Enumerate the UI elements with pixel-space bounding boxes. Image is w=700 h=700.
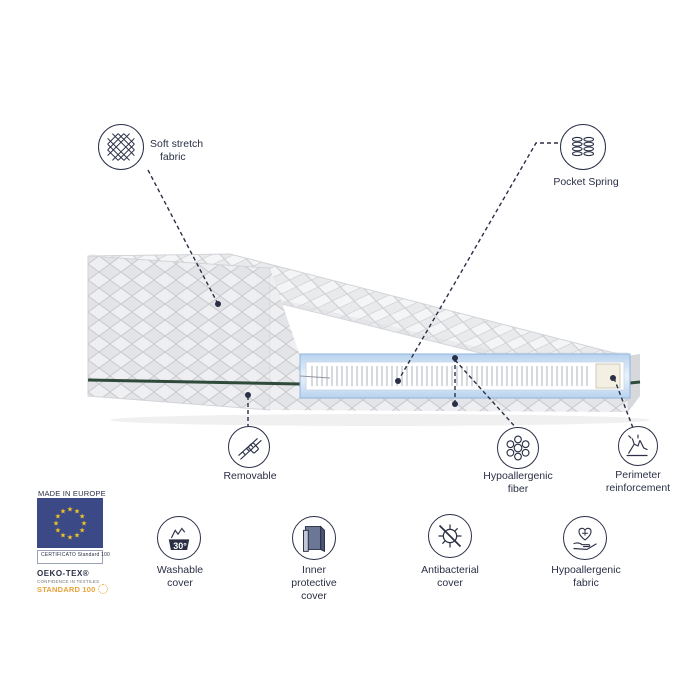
washable-cover-label: Washable cover — [156, 564, 204, 589]
fiber-dots-icon — [497, 427, 539, 469]
eu-star: ★ — [81, 520, 87, 528]
pointer-dot — [610, 375, 616, 381]
zipper-icon — [228, 426, 270, 468]
pointer-dot — [395, 378, 401, 384]
made-in-europe-label: MADE IN EUROPE — [38, 489, 106, 498]
spring-coil-icon — [560, 124, 606, 170]
hypoallergenic-fabric-label: Hypoallergenic fabric — [551, 564, 621, 589]
eu-star: ★ — [74, 532, 80, 540]
hypoallergenic-fiber-label: Hypoallergenic fiber — [483, 470, 553, 495]
pointer-dot — [215, 301, 221, 307]
eu-star: ★ — [79, 527, 85, 535]
eu-star: ★ — [60, 532, 66, 540]
eu-star: ★ — [67, 534, 73, 542]
eu-star: ★ — [79, 513, 85, 521]
pointer-dot — [452, 355, 458, 361]
certificate-box: CERTIFICATO Standard 100 — [37, 550, 110, 564]
fabric-mesh-icon — [98, 124, 144, 170]
pointer-dot — [245, 392, 251, 398]
wash-30-icon: 30° — [157, 516, 201, 560]
oeko-sun-icon — [98, 584, 108, 594]
antibacterial-cover-label: Antibacterial cover — [421, 564, 479, 589]
antibacterial-icon — [428, 514, 472, 558]
hypoallergenic-heart-icon — [563, 516, 607, 560]
removable-label: Removable — [223, 470, 277, 482]
eu-star: ★ — [53, 520, 59, 528]
wash-temp: 30° — [173, 541, 187, 551]
eu-star: ★ — [55, 527, 61, 535]
eu-star: ★ — [74, 507, 80, 515]
eu-star: ★ — [67, 506, 73, 514]
pocket-spring-label: Pocket Spring — [553, 176, 619, 188]
inner-cover-icon — [292, 516, 336, 560]
eu-flag: ★★★★★★★★★★★★ — [37, 498, 103, 548]
perimeter-label: Perimeter reinforcement — [605, 469, 671, 494]
pointer-dot — [452, 401, 458, 407]
oeko-tex-sub: CONFIDENCE IN TEXTILES — [37, 579, 100, 584]
soft-stretch-label: Soft stretch fabric — [150, 138, 204, 163]
eu-star: ★ — [55, 513, 61, 521]
hand-press-icon — [618, 426, 658, 466]
standard-100-label: STANDARD 100 — [37, 585, 96, 594]
eu-star: ★ — [60, 507, 66, 515]
oeko-tex-name: OEKO-TEX® — [37, 569, 90, 578]
inner-protective-cover-label: Inner protective cover — [291, 564, 337, 602]
certificate-text: CERTIFICATO Standard 100 — [41, 552, 110, 558]
